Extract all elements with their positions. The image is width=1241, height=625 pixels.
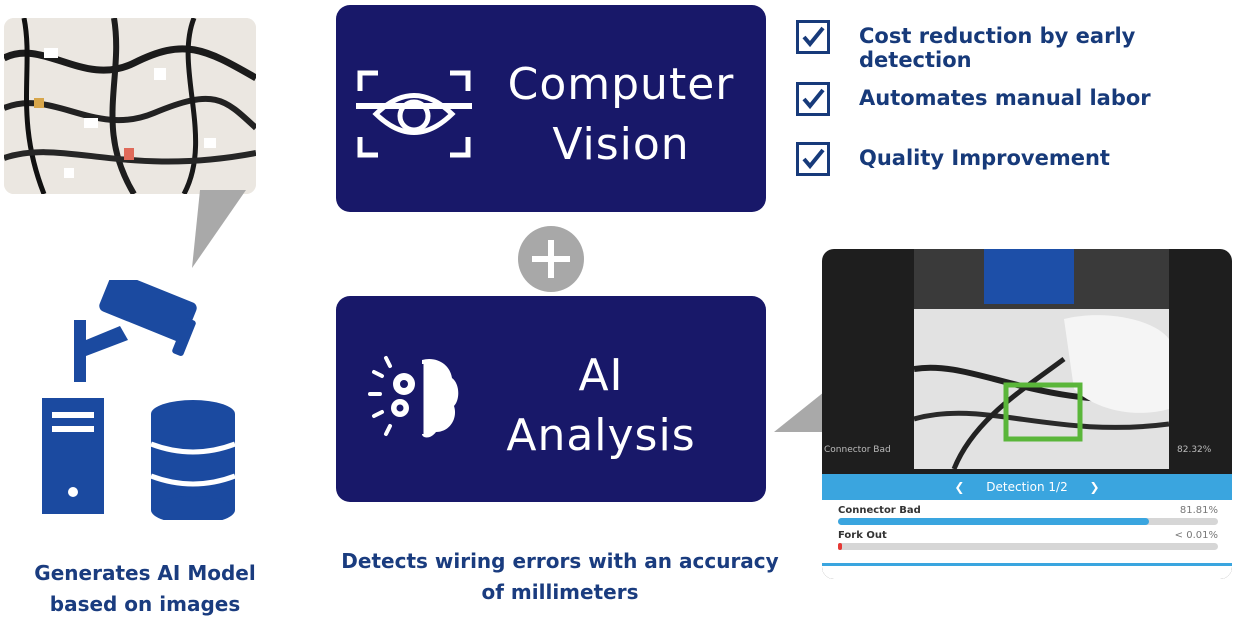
wire-harness-image	[4, 18, 256, 194]
computer-vision-card: Computer Vision	[336, 5, 766, 212]
benefit-label: Cost reduction by early detection	[859, 24, 1136, 72]
detection-box	[1003, 382, 1083, 442]
side-value-right: 82.32%	[1177, 445, 1212, 455]
center-caption-line2: of millimeters	[481, 580, 639, 604]
benefit-label: Quality Improvement	[859, 146, 1110, 170]
left-caption-line2: based on images	[49, 592, 241, 616]
metric-track	[838, 543, 1218, 550]
glove-inspection-image	[914, 249, 1169, 469]
left-caption-line1: Generates AI Model	[34, 561, 256, 585]
center-caption-line1: Detects wiring errors with an accuracy	[341, 549, 779, 573]
checkbox-checked-icon	[796, 142, 830, 176]
metric-fill	[838, 518, 1149, 525]
benefit-item: Automates manual labor	[796, 80, 1236, 120]
camera-server-database-icon	[42, 280, 236, 520]
screen-bubble-tail	[774, 392, 824, 432]
bottom-accent-line	[822, 563, 1232, 566]
checkbox-checked-icon	[796, 20, 830, 54]
benefit-item: Cost reduction by early detection	[796, 18, 1236, 72]
brain-gears-icon	[368, 356, 459, 438]
computer-vision-title: Computer Vision	[486, 55, 756, 175]
eye-scan-icon	[356, 70, 472, 158]
inspection-photo	[914, 249, 1169, 469]
plus-icon	[518, 226, 584, 292]
ai-analysis-title: AI Analysis	[466, 346, 736, 466]
chevron-left-icon[interactable]: ❮	[954, 480, 965, 494]
benefit-item: Quality Improvement	[796, 142, 1236, 182]
side-label-left: Connector Bad	[824, 445, 891, 455]
checkbox-checked-icon	[796, 82, 830, 116]
detection-nav: ❮ Detection 1/2 ❯	[822, 474, 1232, 500]
detection-screenshot: Connector Bad 82.32% ❮ Detection 1/2 ❯ C…	[822, 249, 1232, 579]
left-caption: Generates AI Model based on images	[0, 558, 290, 620]
metric-value: < 0.01%	[1174, 530, 1218, 541]
benefits-list: Cost reduction by early detection Automa…	[796, 18, 1236, 188]
detection-nav-label: Detection 1/2	[986, 480, 1068, 494]
metric-fill	[838, 543, 842, 550]
wire-harness-photo	[4, 18, 256, 194]
metric-label: Fork Out	[838, 530, 887, 541]
bubble-tail	[192, 190, 246, 268]
metric-track	[838, 518, 1218, 525]
ai-analysis-card: AI Analysis	[336, 296, 766, 502]
computer-vision-title-line1: Computer	[507, 59, 735, 110]
ai-analysis-title-line2: Analysis	[506, 410, 696, 461]
computer-vision-title-line2: Vision	[552, 119, 690, 170]
metric-value: 81.81%	[1179, 505, 1218, 516]
chevron-right-icon[interactable]: ❯	[1089, 480, 1100, 494]
metric-label: Connector Bad	[838, 505, 921, 516]
benefit-label: Automates manual labor	[859, 86, 1151, 110]
center-caption: Detects wiring errors with an accuracy o…	[330, 546, 790, 608]
ai-analysis-title-line1: AI	[578, 350, 624, 401]
